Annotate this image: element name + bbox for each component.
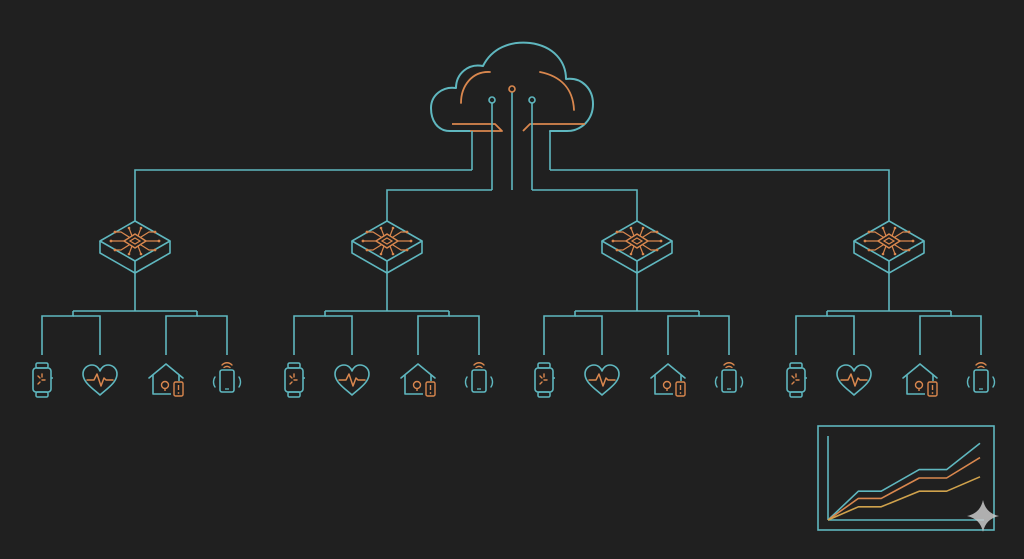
smartwatch-icon	[284, 362, 306, 398]
chip-gateway-icon	[351, 220, 423, 274]
device-bus	[41, 273, 228, 355]
smartwatch-icon	[534, 362, 556, 398]
smart-home-lock-icon	[650, 363, 686, 397]
smart-home-lock-icon	[902, 363, 938, 397]
chip-gateway-icon	[853, 220, 925, 274]
line-chart-icon	[817, 425, 995, 531]
smartwatch-icon	[786, 362, 808, 398]
gateway-layer	[32, 220, 996, 398]
chart-series-group	[827, 442, 981, 521]
cloud-gateway-connectors	[134, 169, 890, 222]
chart-series-line-2	[827, 456, 981, 521]
smartphone-signal-icon	[966, 361, 996, 393]
gateway-node	[284, 220, 494, 398]
heart-rate-icon	[584, 364, 620, 396]
smartphone-signal-icon	[212, 361, 242, 393]
sparkle-icon	[967, 500, 999, 532]
heart-rate-icon	[836, 364, 872, 396]
smartwatch-icon	[32, 362, 54, 398]
cloud-icon	[430, 41, 594, 190]
device-bus	[293, 273, 480, 355]
heart-rate-icon	[334, 364, 370, 396]
gateway-node	[534, 220, 744, 398]
smartphone-signal-icon	[464, 361, 494, 393]
smartphone-signal-icon	[714, 361, 744, 393]
gateway-node	[32, 220, 242, 398]
device-bus	[543, 273, 730, 355]
smart-home-lock-icon	[148, 363, 184, 397]
smart-home-lock-icon	[400, 363, 436, 397]
chart-series-line-3	[827, 476, 981, 521]
gateway-node	[786, 220, 996, 398]
device-bus	[795, 273, 982, 355]
heart-rate-icon	[82, 364, 118, 396]
chip-gateway-icon	[601, 220, 673, 274]
chart-series-line-1	[827, 442, 981, 521]
chip-gateway-icon	[99, 220, 171, 274]
